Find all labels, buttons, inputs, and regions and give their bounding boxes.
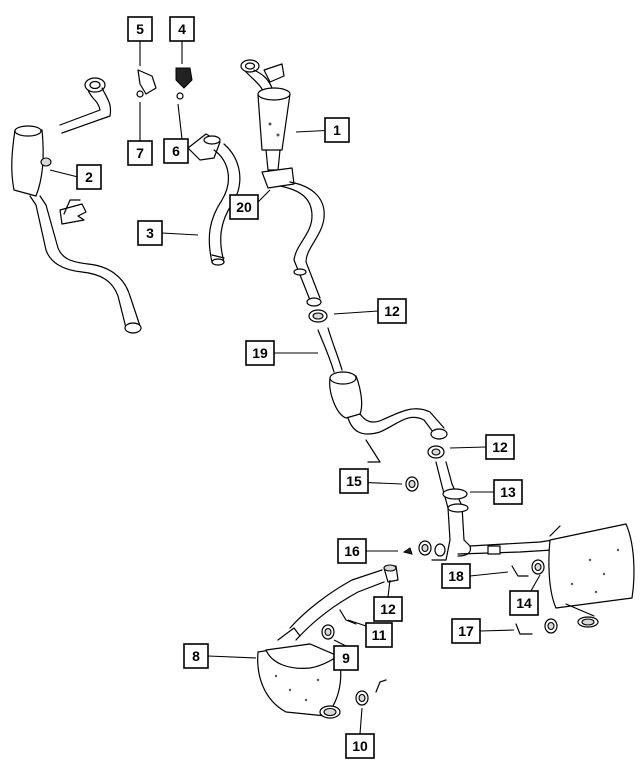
callout-label: 1 — [333, 122, 341, 138]
callout-label: 7 — [136, 145, 144, 161]
isolator-15 — [405, 476, 419, 492]
callout-1: 1 — [324, 117, 350, 143]
callout-7: 7 — [127, 140, 153, 166]
callout-9: 9 — [333, 645, 359, 671]
callout-13: 13 — [493, 479, 523, 505]
clamp-lower — [383, 564, 399, 583]
rear-pipe-right-muffler — [431, 461, 635, 628]
callout-20: 20 — [229, 194, 259, 220]
right-converter — [240, 59, 325, 307]
clamp-upper — [308, 309, 328, 323]
resonator-pipe — [317, 327, 448, 463]
callout-label: 12 — [384, 303, 400, 319]
callout-8: 8 — [183, 643, 209, 669]
callout-label: 12 — [380, 601, 396, 617]
callout-14: 14 — [509, 590, 539, 616]
callout-label: 8 — [192, 648, 200, 664]
callout-label: 9 — [342, 650, 350, 666]
callout-2: 2 — [76, 164, 102, 190]
callout-18: 18 — [441, 563, 471, 589]
callout-15: 15 — [339, 468, 369, 494]
callout-label: 2 — [85, 169, 93, 185]
callout-11: 11 — [365, 622, 393, 648]
callout-12-upper: 12 — [377, 298, 407, 324]
callout-label: 3 — [146, 225, 154, 241]
callout-6: 6 — [163, 138, 189, 164]
callout-4: 4 — [169, 16, 195, 42]
callout-label: 10 — [352, 738, 368, 754]
isolators-right — [402, 540, 558, 635]
callout-label: 5 — [136, 21, 144, 37]
callout-label: 13 — [500, 484, 516, 500]
callout-12-lower: 12 — [373, 596, 403, 622]
callout-3: 3 — [137, 220, 163, 246]
callout-12-middle: 12 — [485, 434, 515, 460]
callout-10: 10 — [345, 733, 375, 759]
callout-label: 12 — [492, 439, 508, 455]
left-converter-assembly — [11, 77, 142, 334]
callout-label: 15 — [346, 473, 362, 489]
callout-label: 11 — [372, 627, 387, 643]
callout-label: 17 — [458, 623, 474, 639]
callout-label: 19 — [252, 345, 268, 361]
callout-label: 14 — [516, 595, 532, 611]
clamp-middle — [427, 445, 445, 459]
left-muffler — [257, 569, 387, 719]
callout-label: 6 — [172, 143, 180, 159]
callout-label: 16 — [344, 543, 360, 559]
callout-16: 16 — [337, 538, 367, 564]
callout-label: 4 — [178, 21, 186, 37]
hardware-top — [136, 67, 193, 100]
callout-5: 5 — [127, 16, 153, 42]
callout-19: 19 — [245, 340, 275, 366]
callout-label: 20 — [236, 199, 252, 215]
callout-17: 17 — [451, 618, 481, 644]
callout-label: 18 — [448, 568, 464, 584]
